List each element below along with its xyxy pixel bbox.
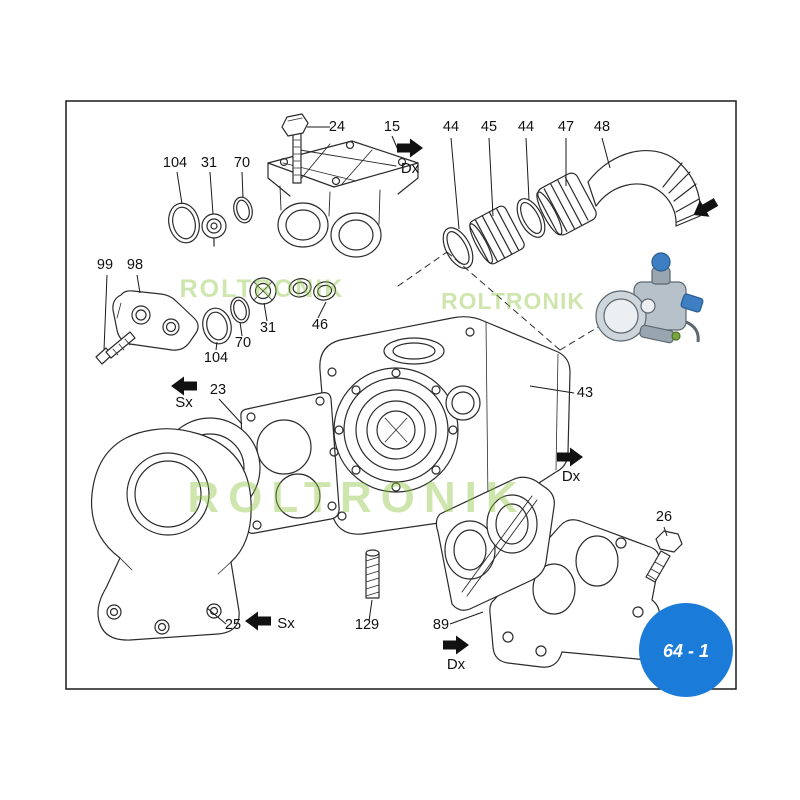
part-valve-housing (435, 476, 555, 611)
part-fitting-45 (469, 205, 525, 265)
part-label-26: 26 (656, 509, 672, 525)
marker-sx-bottom: Sx (277, 615, 295, 632)
part-bolt-24 (281, 113, 309, 184)
part-label-98: 98 (127, 257, 143, 273)
part-label-31-2: 31 (260, 320, 276, 336)
part-oring-70a (233, 196, 253, 224)
part-manifold-15 (267, 140, 419, 258)
part-label-99: 99 (97, 257, 113, 273)
part-bolt-26 (645, 530, 683, 583)
part-oring-44b (516, 198, 546, 238)
leader-lines (103, 126, 668, 625)
part-oring-44a (442, 227, 474, 269)
part-bracket-98 (112, 290, 199, 351)
part-label-47: 47 (558, 119, 574, 135)
part-gasket-23 (240, 392, 340, 534)
watermark-text: ROLTRONIK (441, 288, 585, 314)
part-label-104: 104 (163, 155, 187, 171)
carburetor-photo-inset (595, 252, 704, 344)
watermark-text: ROLTRONIK (180, 275, 345, 303)
part-label-45: 45 (481, 119, 497, 135)
part-label-129: 129 (355, 617, 379, 633)
part-label-46: 46 (312, 317, 328, 333)
callout-labels: 24 15 44 45 44 47 48 104 31 70 99 98 104… (97, 119, 672, 633)
part-orings-46 (288, 278, 337, 301)
direction-markers: Dx Sx Dx Sx Dx (171, 138, 721, 673)
part-label-15: 15 (384, 119, 400, 135)
part-label-31: 31 (201, 155, 217, 171)
page-badge: 64 - 1 (639, 603, 733, 697)
marker-dx-bottom: Dx (447, 656, 466, 673)
marker-dx-top: Dx (401, 160, 420, 177)
part-label-70: 70 (234, 155, 250, 171)
part-label-104-2: 104 (204, 350, 228, 366)
part-valve-31b (249, 277, 277, 305)
part-label-70-2: 70 (235, 335, 251, 351)
part-oring-70b (230, 296, 250, 324)
part-valve-31a (201, 213, 227, 247)
part-screw-99 (95, 331, 136, 365)
part-label-48: 48 (594, 119, 610, 135)
part-bracket-25 (90, 417, 261, 641)
watermarks: ROLTRONIK ROLTRONIK ROLTRONIK (180, 275, 585, 522)
part-label-43: 43 (577, 385, 593, 401)
part-nut-47 (536, 172, 597, 236)
part-label-24: 24 (329, 119, 345, 135)
diagram-linework (90, 113, 701, 668)
part-flange-89 (489, 519, 660, 668)
part-hose-48 (587, 149, 701, 227)
part-label-44: 44 (443, 119, 459, 135)
marker-dx-mid: Dx (562, 468, 581, 485)
part-oring-104a (168, 202, 200, 244)
part-label-25: 25 (225, 617, 241, 633)
badge-circle (639, 603, 733, 697)
part-label-44-2: 44 (518, 119, 534, 135)
part-oring-104b (202, 307, 232, 345)
part-stud-129 (365, 549, 380, 599)
part-label-89: 89 (433, 617, 449, 633)
part-label-23: 23 (210, 382, 226, 398)
marker-sx-mid: Sx (175, 394, 193, 411)
watermark-text: ROLTRONIK (187, 473, 526, 522)
part-pump-body-43 (319, 316, 571, 535)
badge-label: 64 - 1 (663, 641, 709, 661)
blue-cap (651, 252, 671, 272)
